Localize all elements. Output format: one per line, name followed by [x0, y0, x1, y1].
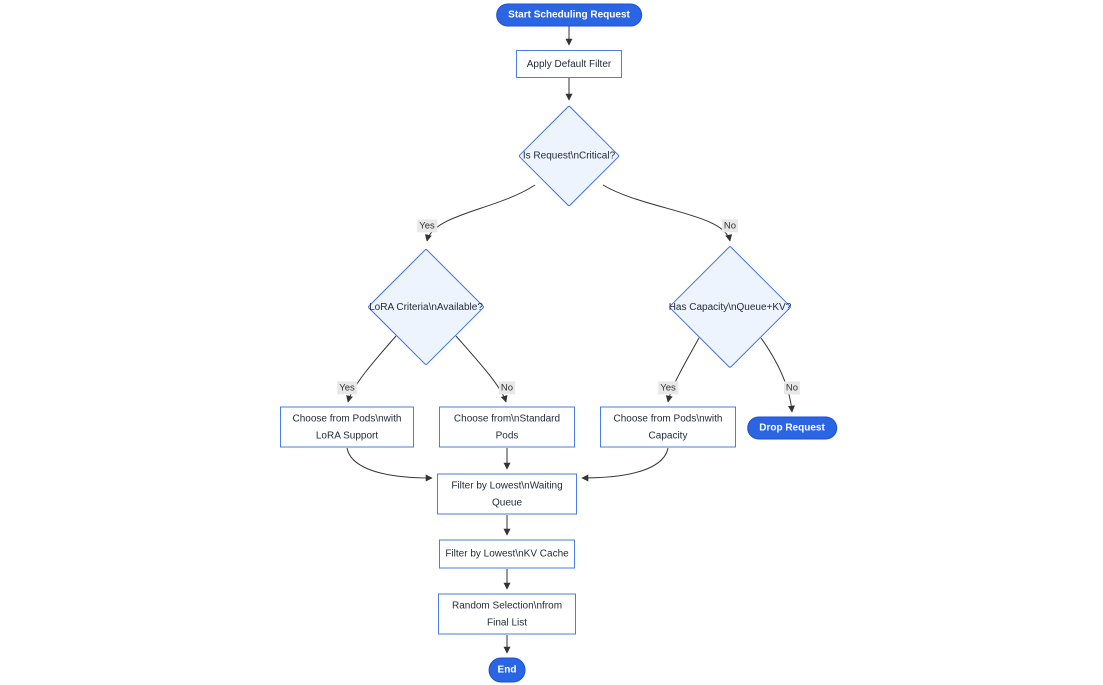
edge-label-critical-yes: Yes: [417, 219, 437, 233]
decision-label: Has Capacity\nQueue+KV?: [668, 301, 792, 313]
edge-critical-no: [602, 184, 733, 242]
edge-label-lora-yes: Yes: [337, 381, 357, 395]
edge-lorapods-to-queue: [346, 447, 433, 482]
edge-lora-no: [455, 335, 508, 403]
node-drop-request: Drop Request: [747, 416, 837, 440]
edge-label-capacity-no: No: [783, 381, 801, 395]
decision-lora-criteria-available: LoRA Criteria\nAvailable?: [367, 248, 485, 366]
edge-label-lora-no: No: [498, 381, 516, 395]
node-start: Start Scheduling Request: [496, 3, 642, 27]
decision-label: Is Request\nCritical?: [522, 150, 616, 162]
node-random-selection-final-list: Random Selection\nfrom Final List: [438, 593, 576, 635]
node-apply-default-filter: Apply Default Filter: [516, 50, 622, 78]
node-choose-pods-lora-support: Choose from Pods\nwith LoRA Support: [280, 406, 414, 448]
edge-lora-yes: [346, 335, 397, 403]
node-filter-lowest-waiting-queue: Filter by Lowest\nWaiting Queue: [437, 473, 577, 515]
decision-label: LoRA Criteria\nAvailable?: [369, 301, 483, 313]
edge-label-critical-no: No: [721, 219, 739, 233]
edge-critical-yes: [424, 184, 536, 242]
edge-capacity-no: [760, 337, 795, 413]
decision-has-capacity-queue-kv: Has Capacity\nQueue+KV?: [668, 245, 792, 369]
edge-capacitypods-to-queue: [581, 447, 669, 482]
decision-is-request-critical: Is Request\nCritical?: [518, 105, 620, 207]
edge-capacity-yes: [665, 337, 700, 403]
node-end: End: [488, 657, 526, 683]
edge-label-capacity-yes: Yes: [658, 381, 678, 395]
node-filter-lowest-kv-cache: Filter by Lowest\nKV Cache: [439, 539, 575, 569]
node-choose-standard-pods: Choose from\nStandard Pods: [439, 406, 575, 448]
node-choose-pods-capacity: Choose from Pods\nwith Capacity: [600, 406, 736, 448]
